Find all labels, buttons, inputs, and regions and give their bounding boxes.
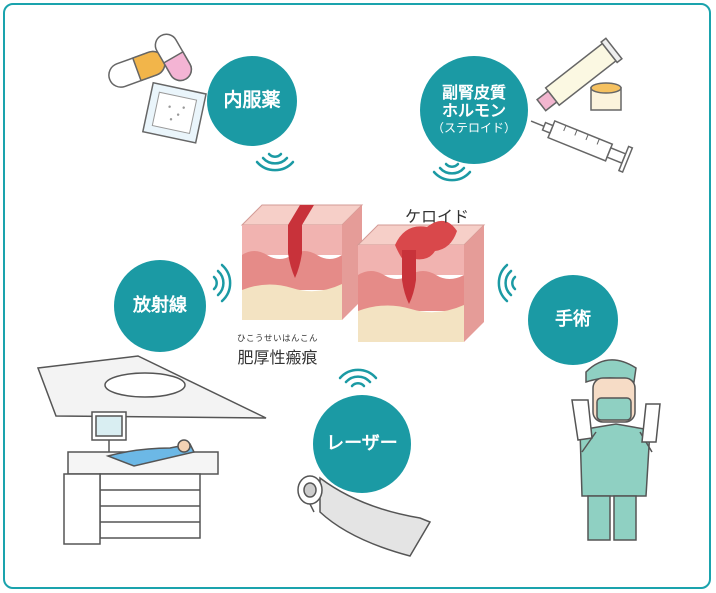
hypertrophic-scar-label-group: ひこうせいはんこん 肥厚性瘢痕 bbox=[237, 332, 318, 368]
ointment-tube-icon bbox=[536, 37, 623, 112]
radiation-label: 放射線 bbox=[133, 294, 187, 316]
laser-handpiece-icon bbox=[297, 475, 432, 557]
keloid-label: ケロイド bbox=[405, 207, 470, 226]
steroid-label-line1: 副腎皮質 bbox=[441, 82, 506, 102]
oral-medicine-label: 内服薬 bbox=[223, 89, 281, 112]
jar-icon bbox=[590, 82, 622, 111]
radiotherapy-machine-icon bbox=[36, 355, 267, 545]
hypertrophic-scar-ruby: ひこうせいはんこん bbox=[237, 334, 319, 344]
radiation-circle: 放射線 bbox=[114, 260, 206, 352]
syringe-icon bbox=[530, 119, 634, 174]
hypertrophic-scar-block bbox=[240, 204, 364, 320]
laser-circle: レーザー bbox=[313, 395, 411, 493]
steroid-label-line2: ホルモン bbox=[441, 101, 506, 121]
keloid-block bbox=[356, 220, 486, 342]
wifi-signal-icon bbox=[212, 152, 517, 388]
diagram-frame bbox=[3, 3, 711, 589]
laser-label: レーザー bbox=[326, 432, 398, 454]
steroid-sub-label: （ステロイド） bbox=[431, 121, 516, 136]
oral-medicine-circle: 内服薬 bbox=[207, 56, 297, 146]
surgeon-icon bbox=[571, 359, 661, 541]
pill-icon bbox=[108, 33, 193, 88]
surgery-label: 手術 bbox=[555, 308, 591, 330]
steroid-circle: 副腎皮質 ホルモン （ステロイド） bbox=[420, 56, 528, 164]
surgery-circle: 手術 bbox=[528, 275, 618, 365]
powder-packet-icon bbox=[141, 81, 207, 144]
hypertrophic-scar-label: 肥厚性瘢痕 bbox=[237, 348, 318, 367]
